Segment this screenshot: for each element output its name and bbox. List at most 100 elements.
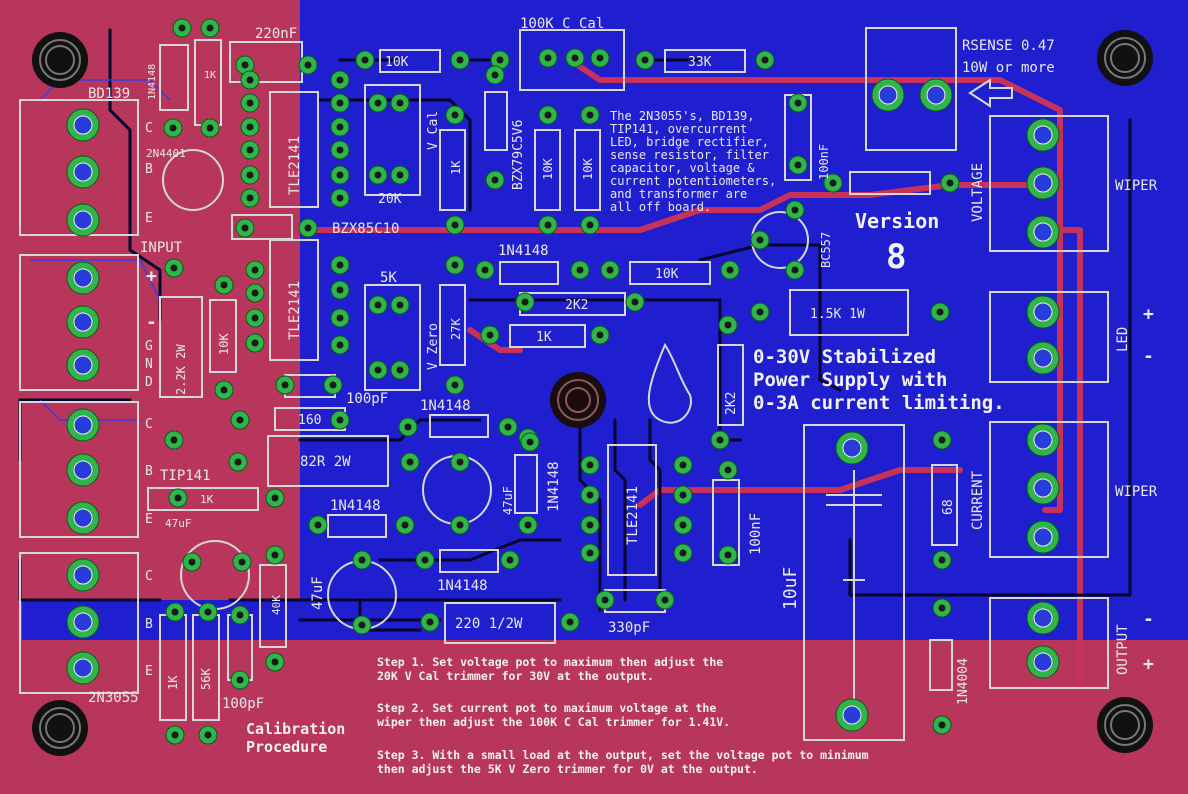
- offboard-note-line: and transformer are: [610, 187, 747, 201]
- terminal-pad-hole: [73, 268, 93, 288]
- label-100nf-a: 100nF: [817, 144, 831, 180]
- component-pad-hole: [220, 281, 228, 289]
- terminal-pad-hole: [73, 658, 93, 678]
- component-pad-hole: [586, 221, 594, 229]
- component-pad-hole: [251, 314, 259, 322]
- component-pad-hole: [174, 494, 182, 502]
- label-1n4148-b: 1N4148: [498, 243, 549, 259]
- output-minus-sign: -: [1143, 609, 1154, 630]
- label-10k-d: 10K: [655, 267, 679, 282]
- component-pad-hole: [544, 111, 552, 119]
- terminal-pad-hole: [1033, 222, 1053, 242]
- terminal-pad-hole: [73, 162, 93, 182]
- label-10k-e: 10K: [217, 333, 231, 355]
- component-pad-hole: [336, 146, 344, 154]
- component-pad-hole: [236, 676, 244, 684]
- component-pad-hole: [178, 24, 186, 32]
- component-pad-hole: [724, 321, 732, 329]
- label-bc557: BC557: [819, 232, 833, 268]
- component-pad-hole: [246, 76, 254, 84]
- label-47uf-b: 47uF: [501, 486, 515, 515]
- terminal-pad-hole: [73, 115, 93, 135]
- component-pad-hole: [336, 194, 344, 202]
- label-47uf-a: 47uF: [165, 517, 192, 530]
- component-pad-hole: [246, 194, 254, 202]
- component-pad-hole: [756, 236, 764, 244]
- version-label: Version: [855, 209, 939, 233]
- pin-b-2n3055: B: [145, 617, 153, 632]
- component-pad-hole: [336, 76, 344, 84]
- component-pad-hole: [506, 556, 514, 564]
- component-pad-hole: [304, 224, 312, 232]
- component-pad-hole: [451, 111, 459, 119]
- component-pad-hole: [271, 494, 279, 502]
- label-1k-a: 1K: [204, 70, 216, 81]
- offboard-note: The 2N3055's, BD139, TIP141, overcurrent…: [610, 109, 776, 214]
- component-pad-hole: [374, 301, 382, 309]
- terminal-pad-hole: [842, 705, 862, 725]
- component-pad-hole: [936, 308, 944, 316]
- label-tip141: TIP141: [160, 468, 211, 484]
- label-rsense-power: 10W or more: [962, 60, 1055, 76]
- component-pad-hole: [169, 124, 177, 132]
- label-tle2141-b: TLE2141: [287, 281, 303, 340]
- label-1n4148-d: 1N4148: [546, 461, 562, 512]
- component-pad-hole: [938, 436, 946, 444]
- component-pad-hole: [358, 556, 366, 564]
- component-pad-hole: [576, 266, 584, 274]
- component-pad-hole: [206, 124, 214, 132]
- output-plus-sign: +: [1143, 654, 1154, 675]
- terminal-output: OUTPUT: [1115, 624, 1131, 675]
- offboard-note-line: LED, bridge rectifier,: [610, 135, 769, 149]
- label-2k2-a: 2K2: [565, 298, 588, 313]
- label-input: INPUT: [140, 240, 183, 256]
- component-pad-hole: [756, 308, 764, 316]
- offboard-note-line: current potentiometers,: [610, 174, 776, 188]
- label-2n4401: 2N4401: [146, 147, 186, 160]
- board-title: Version 8 0-30V Stabilized Power Supply …: [753, 209, 1005, 414]
- component-pad-hole: [491, 71, 499, 79]
- terminal-pad-hole: [73, 210, 93, 230]
- component-pad-hole: [661, 596, 669, 604]
- calibration-step-line: Step 2. Set current pot to maximum volta…: [377, 701, 716, 715]
- component-pad-hole: [829, 179, 837, 187]
- terminal-pad-hole: [1033, 478, 1053, 498]
- calibration-step-line: 20K V Cal trimmer for 30V at the output.: [377, 669, 654, 683]
- component-pad-hole: [329, 381, 337, 389]
- component-pad-hole: [726, 266, 734, 274]
- terminal-pad-hole: [842, 438, 862, 458]
- label-47uf-c: 47uF: [310, 576, 326, 610]
- component-pad-hole: [491, 176, 499, 184]
- component-pad-hole: [679, 491, 687, 499]
- component-pad-hole: [188, 558, 196, 566]
- component-pad-hole: [596, 331, 604, 339]
- label-330pf: 330pF: [608, 620, 650, 636]
- component-pad-hole: [336, 341, 344, 349]
- terminal-pad-hole: [1033, 608, 1053, 628]
- component-pad-hole: [246, 123, 254, 131]
- component-pad-hole: [504, 423, 512, 431]
- terminal-pad-hole: [73, 355, 93, 375]
- pin-d: D: [145, 375, 153, 390]
- component-pad-hole: [396, 99, 404, 107]
- terminal-pad-hole: [878, 85, 898, 105]
- component-pad-hole: [271, 551, 279, 559]
- component-pad-hole: [421, 556, 429, 564]
- component-pad-hole: [251, 266, 259, 274]
- terminal-pad-hole: [73, 415, 93, 435]
- label-2k2-b: 2K2: [724, 392, 739, 415]
- component-pad-hole: [251, 339, 259, 347]
- calibration-title: Procedure: [246, 738, 327, 756]
- component-pad-hole: [601, 596, 609, 604]
- label-10k-b: 10K: [541, 158, 555, 180]
- component-pad-hole: [426, 618, 434, 626]
- component-pad-hole: [170, 436, 178, 444]
- terminal-current: CURRENT: [970, 470, 986, 530]
- label-1k-b: 1K: [449, 160, 463, 175]
- terminal-wiper-current: WIPER: [1115, 484, 1158, 500]
- pin-e-tip141: E: [145, 512, 153, 527]
- terminal-pad-hole: [73, 508, 93, 528]
- label-33k: 33K: [688, 55, 712, 70]
